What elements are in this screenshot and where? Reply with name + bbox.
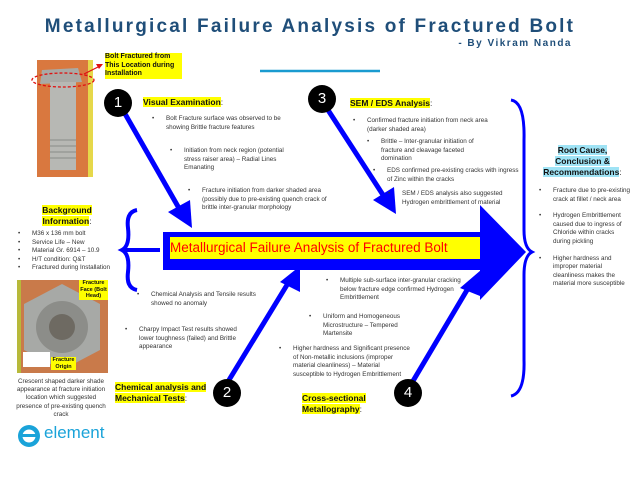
step-4-title: Cross-sectional Metallography [302,393,366,414]
list-item: Hydrogen Embrittlement caused due to ing… [539,212,633,246]
photo-caption: Crescent shaped darker shade appearance … [16,378,106,418]
author: - By Vikram Nanda [458,38,572,49]
list-item: H/T condition: Q&T [18,256,127,265]
list-item: Material Gr. 6914 – 10.9 [18,247,127,256]
element-logo: element [44,423,105,442]
step-2-title: Chemical analysis and Mechanical Tests [115,382,207,403]
conclusion-list: Fracture due to pre-existing crack at fi… [539,187,633,289]
background-title: Background Information [42,205,92,226]
right-brace [510,98,536,398]
step-1-badge: 1 [104,89,132,117]
step-1-list: Bolt Fracture surface was observed to be… [152,115,296,132]
list-item: Higher hardness and improper material cl… [539,255,633,289]
list-item: Fracture due to pre-existing crack at fi… [539,187,633,204]
step-1-title: Visual Examination [143,97,221,107]
bolt-location-label: Bolt Fractured from This Location during… [105,53,182,79]
step-2-badge: 2 [213,379,241,407]
list-item: Fractured during Installation [18,264,127,273]
arrow-step-2 [226,266,300,382]
list-item: Uniform and Homogeneous Microstructure –… [309,313,418,339]
arrow-step-3 [325,108,396,214]
list-item: Service Life – New [18,239,127,248]
list-item: Higher hardness and Significant presence… [279,345,413,379]
background-list: M36 x 136 mm bolt Service Life – New Mat… [18,230,127,273]
list-item: Initiation from neck region (potential s… [170,147,299,173]
page-title: Metallurgical Failure Analysis of Fractu… [44,16,576,37]
element-logo-icon [18,425,40,447]
bolt-photo [31,60,103,177]
list-item: Multiple sub-surface inter-granular crac… [326,277,465,303]
main-arrow-label: Metallurgical Failure Analysis of Fractu… [170,237,480,259]
step-3-title: SEM / EDS Analysis [350,98,430,108]
list-item: Chemical Analysis and Tensile results sh… [137,291,261,308]
list-item: Fracture initiation from darker shaded a… [188,187,332,213]
fracture-location-marker [31,72,95,88]
fracture-origin-label: Fracture Origin [51,357,76,370]
list-item: M36 x 136 mm bolt [18,230,127,239]
conclusion-title: Root Cause, Conclusion & Recommendations [543,145,620,177]
list-item: Charpy Impact Test results showed lower … [125,326,244,352]
list-item: SEM / EDS analysis also suggested Hydrog… [388,190,522,207]
fracture-face-label: Fracture Face (Bolt Head) [79,280,108,300]
list-item: Brittle – Inter-granular initiation of f… [367,138,491,164]
list-item: EDS confirmed pre-existing cracks with i… [373,167,522,184]
list-item: Confirmed fracture initiation from neck … [353,117,497,134]
list-item: Bolt Fracture surface was observed to be… [152,115,296,132]
arrow-step-1 [121,110,192,228]
step-4-badge: 4 [394,379,422,407]
step-3-badge: 3 [308,85,336,113]
